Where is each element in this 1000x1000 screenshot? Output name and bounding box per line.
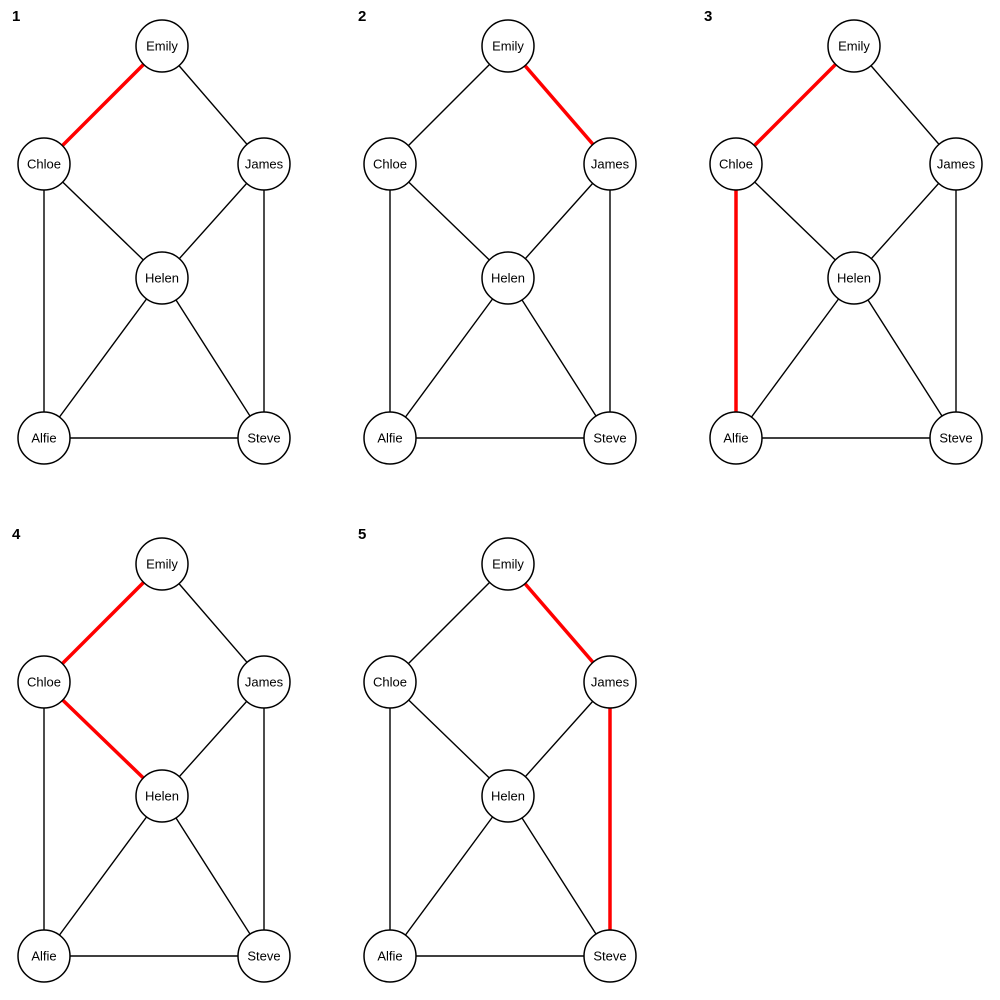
node-label-james: James: [937, 157, 976, 172]
edge-helen-alfie: [43, 795, 163, 957]
node-label-alfie: Alfie: [377, 949, 402, 964]
node-circle-helen: [135, 251, 189, 305]
highlighted-edge-emily-chloe: [42, 44, 164, 166]
node-label-emily: Emily: [838, 39, 870, 54]
edge-helen-steve: [161, 795, 265, 957]
node-circle-chloe: [17, 655, 71, 709]
edge-chloe-helen: [389, 681, 509, 797]
node-circle-alfie: [363, 929, 417, 983]
node-label-steve: Steve: [247, 431, 280, 446]
panel-number-label: 3: [704, 8, 713, 25]
node-label-james: James: [591, 675, 630, 690]
edge-helen-alfie: [43, 277, 163, 439]
node-label-helen: Helen: [145, 271, 179, 286]
panel-number-label: 2: [358, 8, 367, 25]
node-circle-chloe: [363, 655, 417, 709]
edge-emily-chloe: [389, 563, 509, 683]
node-label-james: James: [591, 157, 630, 172]
node-label-chloe: Chloe: [373, 157, 407, 172]
node-label-chloe: Chloe: [373, 675, 407, 690]
node-circle-james: [583, 137, 637, 191]
node-circle-james: [237, 137, 291, 191]
highlighted-edge-emily-chloe: [42, 562, 164, 684]
edge-helen-alfie: [735, 277, 855, 439]
node-label-chloe: Chloe: [27, 157, 61, 172]
node-circle-helen: [481, 251, 535, 305]
node-circle-alfie: [17, 929, 71, 983]
node-label-alfie: Alfie: [31, 431, 56, 446]
edge-helen-alfie: [389, 795, 509, 957]
edge-helen-steve: [161, 277, 265, 439]
node-circle-helen: [827, 251, 881, 305]
edge-helen-steve: [507, 277, 611, 439]
node-circle-steve: [583, 411, 637, 465]
node-label-emily: Emily: [146, 557, 178, 572]
panel-number-label: 1: [12, 8, 21, 25]
node-circle-emily: [481, 19, 535, 73]
node-circle-steve: [929, 411, 983, 465]
node-circle-helen: [481, 769, 535, 823]
node-circle-james: [929, 137, 983, 191]
node-circle-chloe: [709, 137, 763, 191]
node-circle-james: [237, 655, 291, 709]
edge-helen-alfie: [389, 277, 509, 439]
node-label-chloe: Chloe: [27, 675, 61, 690]
node-circle-steve: [237, 411, 291, 465]
node-circle-chloe: [363, 137, 417, 191]
node-label-helen: Helen: [837, 271, 871, 286]
node-circle-alfie: [363, 411, 417, 465]
node-circle-emily: [135, 19, 189, 73]
edge-emily-chloe: [389, 45, 509, 165]
node-label-james: James: [245, 675, 284, 690]
node-label-alfie: Alfie: [377, 431, 402, 446]
panel-number-label: 5: [358, 526, 367, 543]
node-circle-steve: [237, 929, 291, 983]
node-label-helen: Helen: [491, 789, 525, 804]
node-label-alfie: Alfie: [723, 431, 748, 446]
edge-helen-steve: [507, 795, 611, 957]
panel-number-label: 4: [12, 526, 21, 543]
node-circle-emily: [827, 19, 881, 73]
node-circle-emily: [135, 537, 189, 591]
node-circle-emily: [481, 537, 535, 591]
node-label-james: James: [245, 157, 284, 172]
edge-helen-steve: [853, 277, 957, 439]
highlighted-edge-emily-chloe: [734, 44, 856, 166]
node-circle-chloe: [17, 137, 71, 191]
node-label-alfie: Alfie: [31, 949, 56, 964]
node-circle-steve: [583, 929, 637, 983]
node-label-helen: Helen: [145, 789, 179, 804]
edge-chloe-helen: [735, 163, 855, 279]
node-label-chloe: Chloe: [719, 157, 753, 172]
node-label-steve: Steve: [593, 949, 626, 964]
edge-chloe-helen: [389, 163, 509, 279]
node-circle-alfie: [709, 411, 763, 465]
node-label-helen: Helen: [491, 271, 525, 286]
node-label-emily: Emily: [492, 557, 524, 572]
node-label-steve: Steve: [247, 949, 280, 964]
node-label-emily: Emily: [146, 39, 178, 54]
node-circle-helen: [135, 769, 189, 823]
node-label-steve: Steve: [939, 431, 972, 446]
node-label-steve: Steve: [593, 431, 626, 446]
node-circle-james: [583, 655, 637, 709]
highlighted-edge-chloe-helen: [42, 680, 164, 798]
edge-chloe-helen: [43, 163, 163, 279]
node-label-emily: Emily: [492, 39, 524, 54]
node-circle-alfie: [17, 411, 71, 465]
